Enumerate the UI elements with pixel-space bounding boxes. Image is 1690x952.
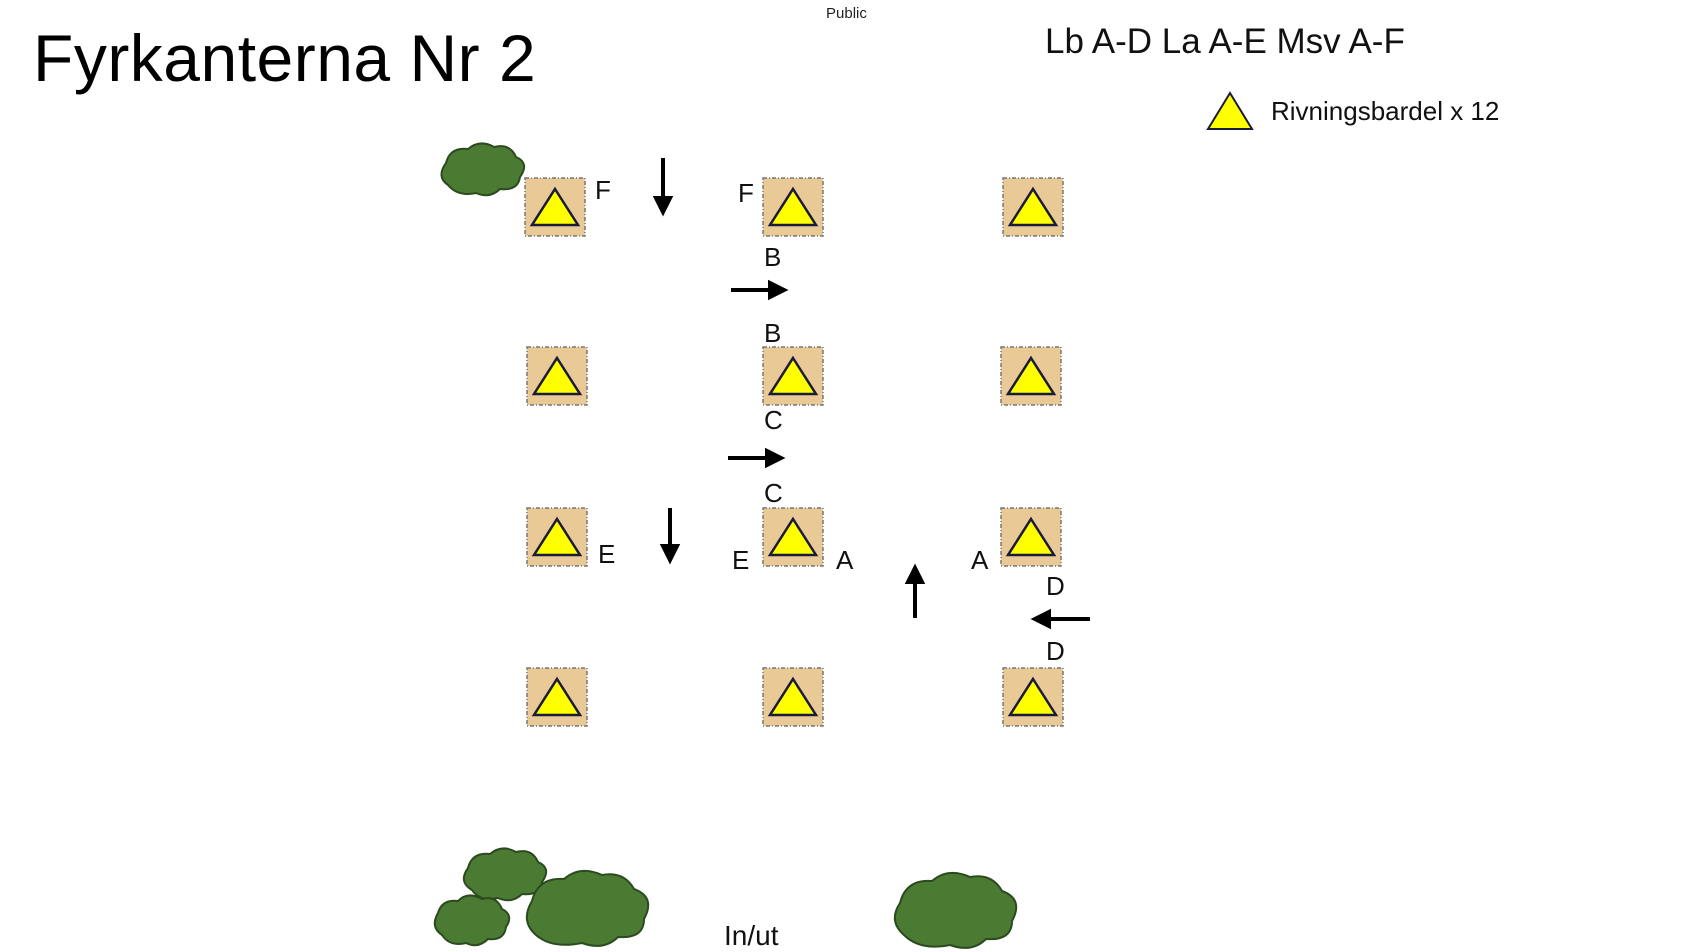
bush-icon (893, 871, 1018, 949)
tile-marker (1002, 177, 1064, 237)
arrow-down-icon (659, 508, 681, 565)
marker-letter: C (764, 405, 783, 435)
tile-marker (762, 346, 824, 406)
tile-marker (526, 667, 588, 727)
tile-marker (1000, 346, 1062, 406)
arrow-up-icon (904, 563, 926, 618)
tile-marker (762, 177, 824, 237)
marker-letter: D (1046, 636, 1065, 666)
bush-icon (462, 847, 548, 902)
arrow-right-icon (728, 447, 786, 469)
tile-marker (526, 507, 588, 567)
marker-letter: E (598, 539, 616, 569)
marker-letter: A (836, 545, 854, 575)
yellow-triangle-icon (1206, 91, 1254, 130)
marker-letter: E (732, 545, 750, 575)
entry-exit-label: In/ut (724, 920, 779, 951)
arrow-left-icon (1030, 608, 1090, 630)
tile-marker (762, 507, 824, 567)
tile-marker (1000, 507, 1062, 567)
arrow-right-icon (731, 279, 789, 301)
arrow-down-icon (652, 158, 674, 217)
bush-icon (433, 894, 511, 947)
marker-letter: F (595, 175, 611, 205)
bush-icon (525, 869, 650, 947)
marker-letter: F (738, 178, 754, 208)
marker-letter: A (971, 545, 989, 575)
tile-marker (1002, 667, 1064, 727)
legend-label: Rivningsbardel x 12 (1271, 96, 1500, 126)
bush-icon (440, 142, 526, 197)
classification-label: Public (826, 5, 867, 22)
tile-marker (762, 667, 824, 727)
marker-letter: D (1046, 571, 1065, 601)
tile-marker (526, 346, 588, 406)
station-codes: Lb A-D La A-E Msv A-F (1045, 22, 1405, 61)
marker-letter: C (764, 478, 783, 508)
page-title: Fyrkanterna Nr 2 (33, 21, 537, 95)
marker-letter: B (764, 318, 782, 348)
marker-letter: B (764, 242, 782, 272)
tile-marker (524, 177, 586, 237)
